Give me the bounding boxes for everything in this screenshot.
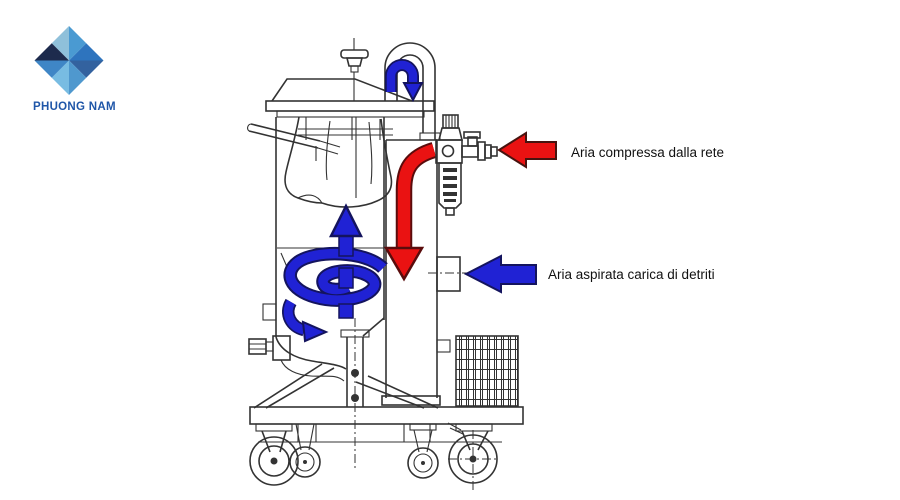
caster-wheels (249, 422, 499, 492)
brake-lever (447, 422, 464, 435)
updraft-arrow (328, 203, 364, 319)
machine-line-art (247, 38, 524, 492)
lid-knob (340, 38, 369, 101)
label-arrow-compressed-air (497, 131, 557, 169)
logo-diamond-icon (34, 26, 104, 95)
compressed-air-flow-arrow (383, 142, 437, 282)
label-arrow-suction-air (463, 254, 537, 294)
handle-tube (247, 123, 341, 161)
label-suction-air: Aria aspirata carica di detriti (548, 267, 715, 282)
base-platform (249, 406, 524, 443)
tank-lid (265, 78, 435, 118)
exhaust-flow-arrow (385, 59, 424, 103)
filter-bag (284, 116, 393, 208)
brand-logo: PHUONG NAM (33, 26, 116, 113)
drain-valve (248, 335, 345, 382)
frl-air-regulator (435, 114, 498, 216)
logo-text: PHUONG NAM (33, 101, 116, 113)
cyclone-spiral-arrow (282, 246, 388, 343)
support-legs (253, 363, 439, 409)
label-compressed-air: Aria compressa dalla rete (571, 145, 725, 160)
wire-basket (455, 335, 519, 407)
flow-arrows (282, 59, 437, 343)
tank-funnel (275, 317, 385, 468)
